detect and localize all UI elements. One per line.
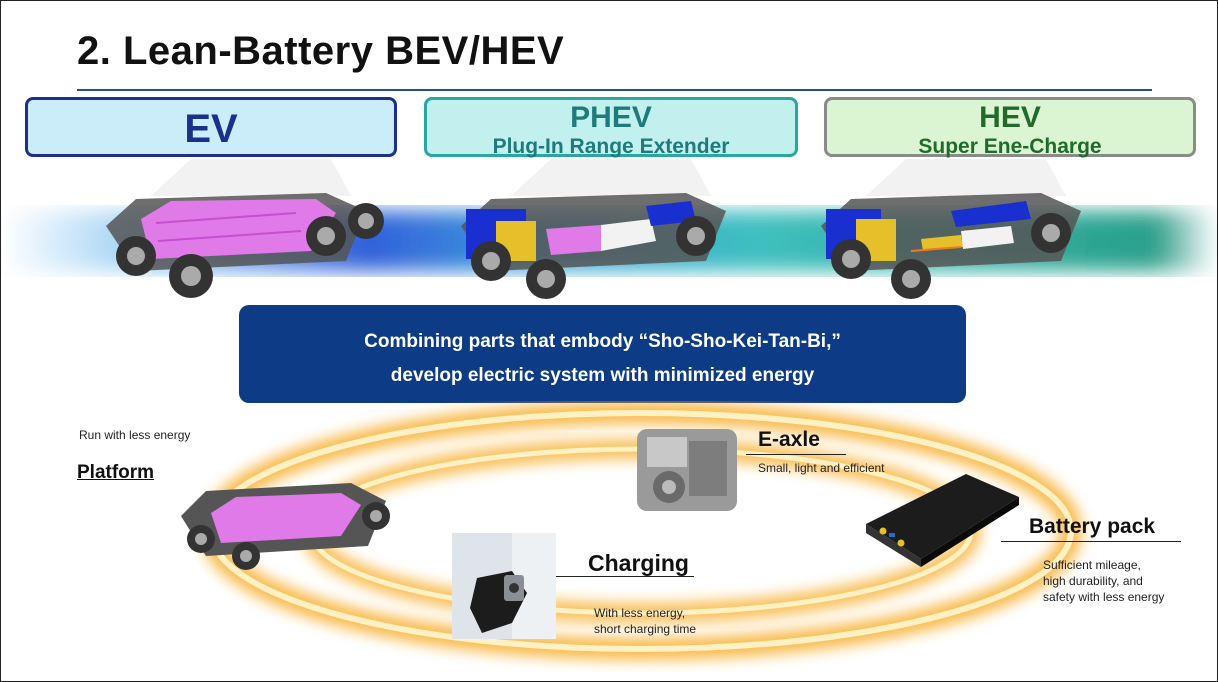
e-axle-heading: E-axle [758, 428, 820, 451]
concept-banner: Combining parts that embody “Sho-Sho-Kei… [239, 305, 966, 403]
category-ev: EV [25, 97, 397, 157]
banner-line-1: Combining parts that embody “Sho-Sho-Kei… [364, 331, 841, 352]
battery-pack-illustration [866, 474, 1019, 567]
charging-note-line-2: short charging time [594, 622, 697, 636]
battery-note-line-2: high durability, and [1043, 574, 1143, 588]
charging-note: With less energy, short charging time [594, 605, 696, 637]
platform-heading: Platform [77, 462, 155, 483]
slide-title: 2. Lean-Battery BEV/HEV [77, 29, 565, 73]
battery-pack-heading: Battery pack [1029, 515, 1156, 538]
category-ev-name: EV [184, 107, 238, 151]
battery-note-line-3: safety with less energy [1043, 590, 1165, 604]
charging-illustration [452, 533, 556, 639]
phev-chassis-illustration [461, 159, 726, 299]
category-phev-subtitle: Plug-In Range Extender [492, 135, 730, 158]
category-hev-name: HEV [979, 101, 1041, 134]
hev-chassis-illustration [821, 159, 1081, 299]
platform-note: Run with less energy [79, 428, 191, 442]
battery-note-line-1: Sufficient mileage, [1043, 558, 1141, 572]
category-phev-name: PHEV [570, 101, 652, 134]
title-rule [77, 89, 1152, 91]
charging-leader-line [556, 576, 694, 577]
category-phev: PHEV Plug-In Range Extender [424, 97, 798, 158]
banner-line-2: develop electric system with minimized e… [390, 365, 815, 386]
platform-chassis-illustration [181, 483, 390, 570]
ev-chassis-illustration [106, 159, 384, 298]
category-hev: HEV Super Ene-Charge [824, 97, 1196, 158]
e-axle-illustration [637, 429, 737, 511]
e-axle-note: Small, light and efficient [758, 461, 885, 475]
battery-pack-note: Sufficient mileage, high durability, and… [1043, 557, 1164, 605]
charging-heading: Charging [588, 550, 689, 576]
category-hev-subtitle: Super Ene-Charge [918, 135, 1102, 158]
e-axle-leader-line [746, 454, 846, 455]
charging-note-line-1: With less energy, [594, 606, 686, 620]
battery-leader-line [1001, 541, 1181, 542]
